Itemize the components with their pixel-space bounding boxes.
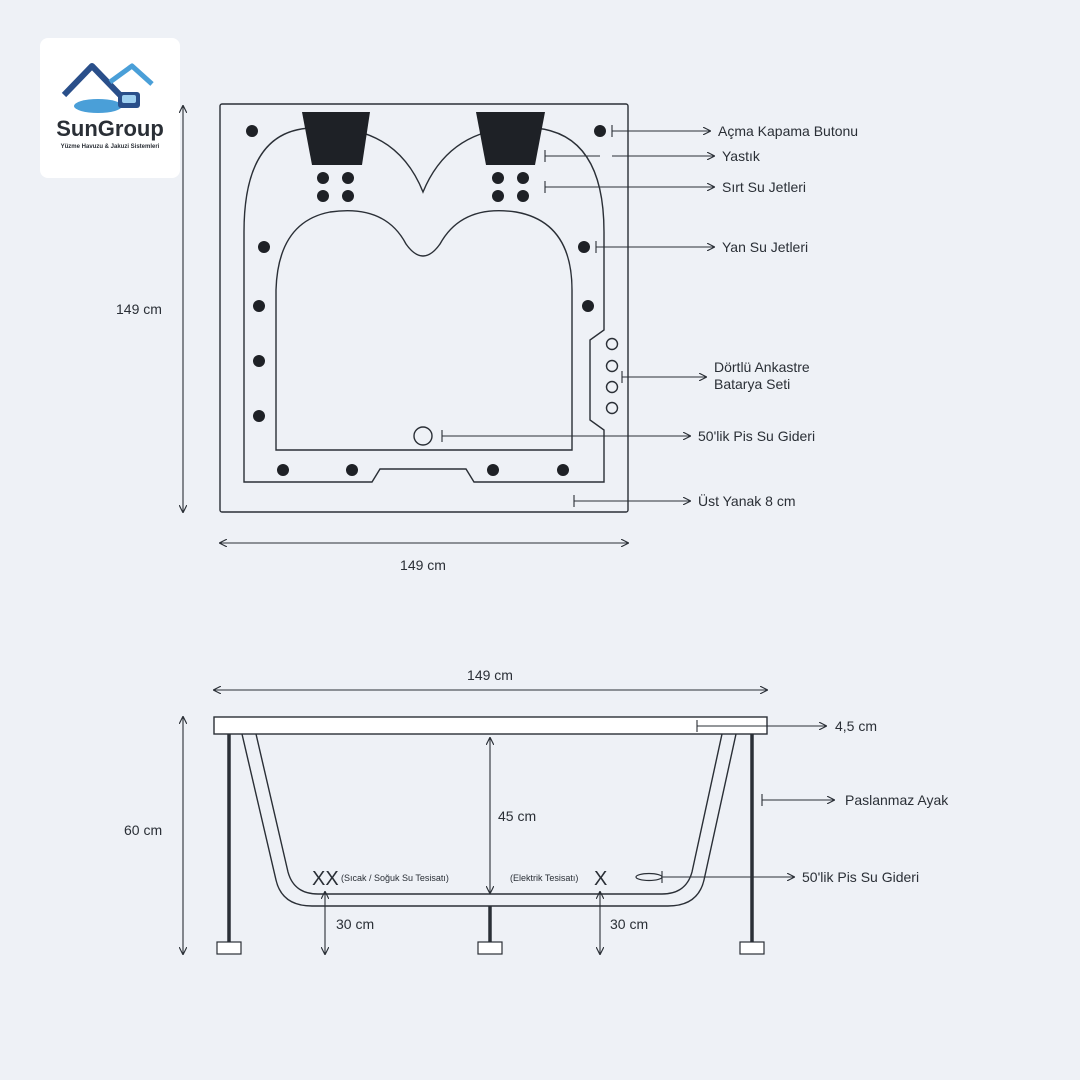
pillows (302, 112, 545, 165)
side-height-dim: 60 cm (124, 822, 162, 838)
faucet-icon (605, 401, 619, 415)
side-jet-icon (346, 464, 358, 476)
foot-right (739, 941, 765, 955)
drain-icon (413, 426, 433, 446)
side-drain-label: 50'lik Pis Su Gideri (802, 869, 919, 885)
logo-tagline: Yüzme Havuzu & Jakuzi Sistemleri (61, 144, 160, 150)
back-jets (317, 172, 529, 202)
electric-note: (Elektrik Tesisatı) (510, 873, 578, 883)
side-width-dim: 149 cm (467, 667, 513, 683)
top-height-dim: 149 cm (116, 301, 162, 317)
side-jet-icon (253, 410, 265, 422)
rim-thickness-label: 4,5 cm (835, 718, 877, 734)
water-mark: XX (312, 868, 339, 890)
label-side-jets: Yan Su Jetleri (722, 239, 808, 255)
back-jet-icon (342, 190, 354, 202)
faucet-icon (605, 359, 619, 373)
pillow-left-icon (302, 112, 370, 165)
tub-seat-basin (275, 210, 573, 451)
faucet-icon (605, 380, 619, 394)
right-offset-label: 30 cm (610, 916, 648, 932)
side-jet-icon (253, 300, 265, 312)
back-jet-icon (517, 172, 529, 184)
logo-brand: SunGroup (56, 116, 164, 141)
top-width-dim: 149 cm (400, 557, 446, 573)
side-jet-icon (487, 464, 499, 476)
faucet-icon (605, 337, 619, 351)
power-button-icon (594, 125, 606, 137)
top-view-leaders (441, 125, 714, 507)
side-jet-icon (557, 464, 569, 476)
label-faucet-line2: Batarya Seti (714, 376, 790, 392)
foot-left (216, 941, 242, 955)
pillow-right-icon (476, 112, 545, 165)
label-power-button: Açma Kapama Butonu (718, 123, 858, 139)
sungroup-logo: SunGroup Yüzme Havuzu & Jakuzi Sistemler… (40, 38, 180, 178)
back-jet-icon (342, 172, 354, 184)
back-jet-icon (317, 190, 329, 202)
top-view-drawing (219, 103, 629, 513)
side-jet-icon (582, 300, 594, 312)
side-jets (246, 125, 606, 476)
top-view-dimensions (183, 106, 628, 543)
side-shell-inner (255, 733, 723, 895)
tub-outer-rim (219, 103, 629, 513)
house-pool-icon (61, 63, 154, 113)
side-drain-icon (635, 872, 663, 882)
side-view-dimensions (183, 690, 834, 954)
faucet-set (605, 337, 619, 415)
water-note: (Sıcak / Soğuk Su Tesisatı) (341, 873, 449, 883)
leg-label: Paslanmaz Ayak (845, 792, 949, 808)
label-back-jets: Sırt Su Jetleri (722, 179, 806, 195)
side-rim (213, 716, 768, 735)
label-faucet-line1: Dörtlü Ankastre (714, 359, 810, 375)
left-offset-label: 30 cm (336, 916, 374, 932)
back-jet-icon (492, 190, 504, 202)
side-view-drawing (213, 716, 768, 955)
side-jet-icon (277, 464, 289, 476)
label-rim: Üst Yanak 8 cm (698, 492, 796, 509)
back-jet-icon (317, 172, 329, 184)
back-jet-icon (517, 190, 529, 202)
label-drain: 50'lik Pis Su Gideri (698, 428, 815, 444)
side-jet-icon (253, 355, 265, 367)
back-jet-icon (492, 172, 504, 184)
label-pillow: Yastık (722, 148, 761, 164)
power-button-icon (246, 125, 258, 137)
side-jet-icon (578, 241, 590, 253)
tub-inner-shell (243, 126, 605, 483)
foot-center (477, 941, 503, 955)
side-jet-icon (258, 241, 270, 253)
depth-dim: 45 cm (498, 808, 536, 824)
electric-mark: X (594, 868, 607, 890)
